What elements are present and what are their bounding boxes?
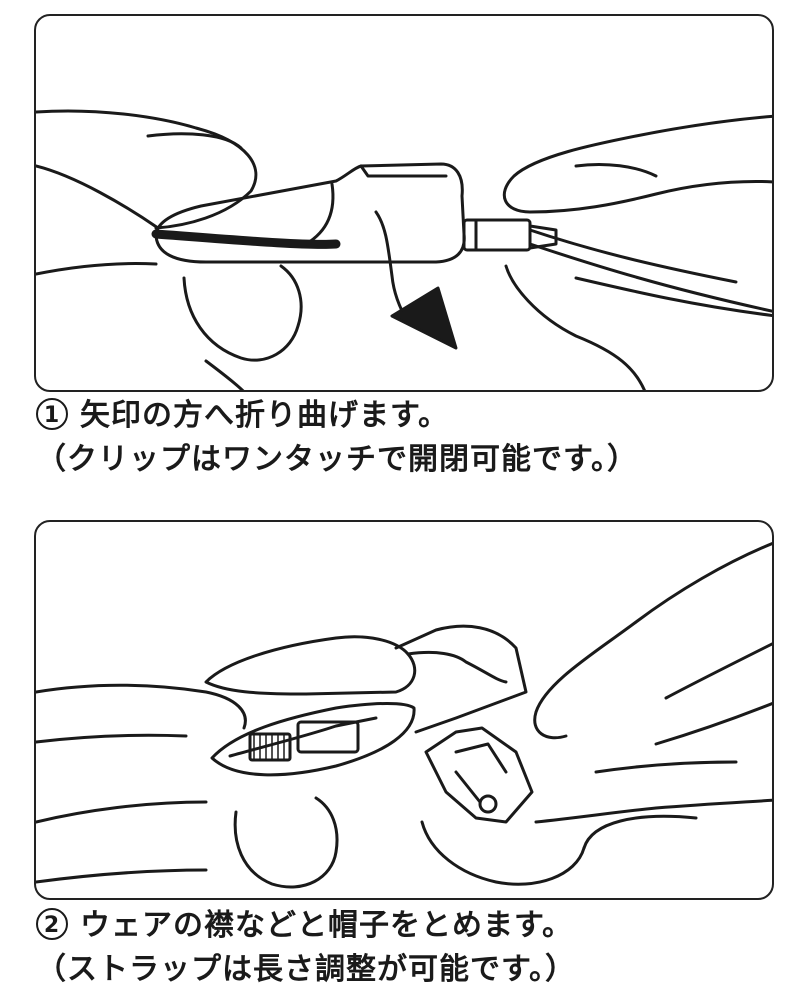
step-2-caption: 2 ウェアの襟などと帽子をとめます。 （ストラップは長さ調整が可能です。）	[36, 904, 776, 992]
step-number-1: 1	[36, 398, 68, 430]
step-number-2: 2	[36, 908, 68, 940]
fold-arrow-hands-icon	[36, 109, 772, 390]
step-1-caption: 1 矢印の方へ折り曲げます。 （クリップはワンタッチで開閉可能です。）	[36, 394, 776, 482]
step-1-note: （クリップはワンタッチで開閉可能です。）	[36, 442, 638, 477]
step-1-illustration-panel	[34, 14, 774, 392]
step-1-instruction: 矢印の方へ折り曲げます。	[80, 398, 449, 433]
step-2-illustration-panel	[34, 520, 774, 900]
clip-attach-hands-icon	[36, 542, 772, 889]
step-2-note: （ストラップは長さ調整が可能です。）	[36, 952, 576, 987]
step-2-instruction: ウェアの襟などと帽子をとめます。	[80, 908, 573, 943]
